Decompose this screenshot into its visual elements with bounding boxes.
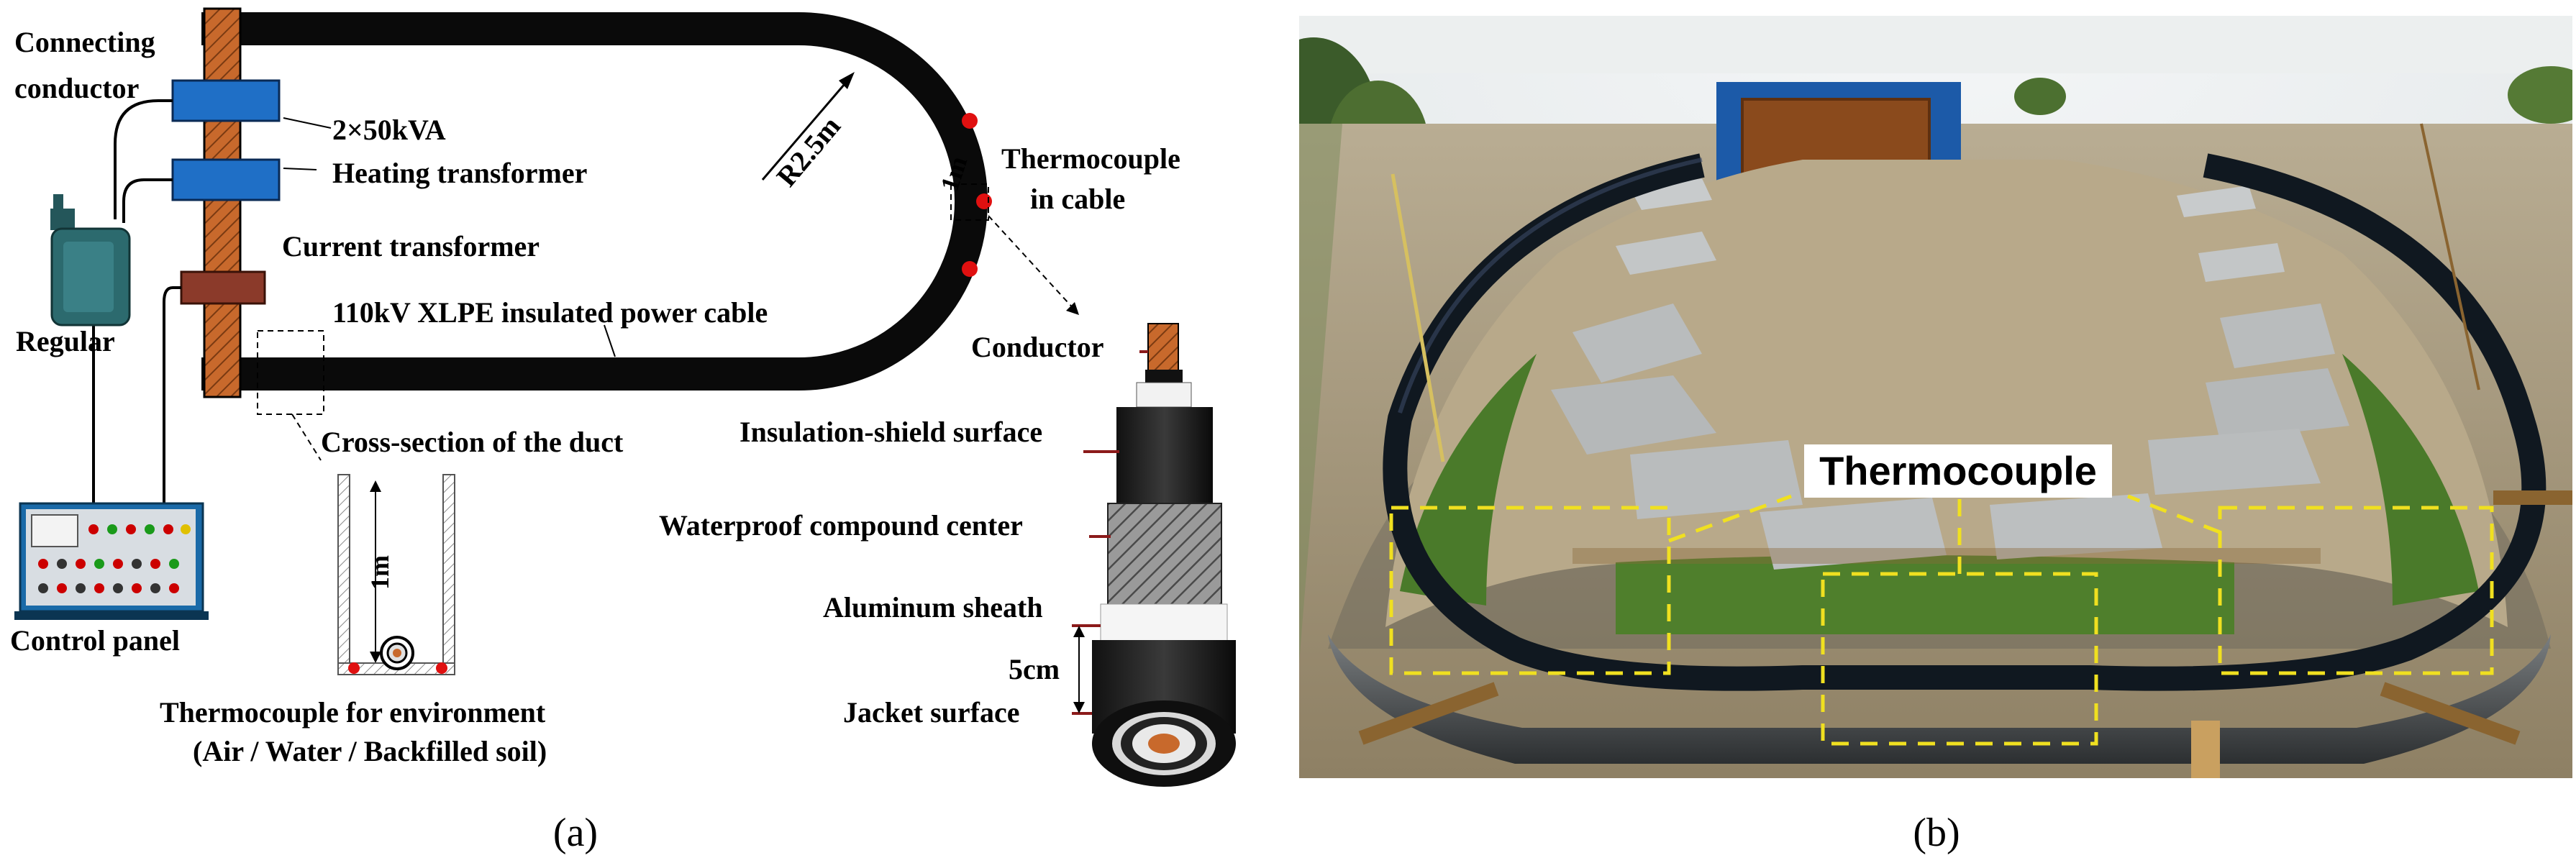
thermocouple-label: Thermocouple	[1819, 448, 2097, 493]
label-radius: R2.5m	[770, 110, 847, 193]
u-shaped-cable	[201, 12, 988, 391]
label-connecting-conductor-1: Connecting	[14, 26, 155, 58]
thermocouple-callout: Thermocouple	[1804, 444, 2112, 498]
heating-transformer-1	[171, 79, 281, 122]
label-heating-transformer: Heating transformer	[332, 157, 587, 189]
connecting-conductor-bar	[203, 7, 242, 398]
current-transformer	[180, 270, 266, 305]
label-thermocouple-cable-2: in cable	[1030, 183, 1125, 215]
label-thermocouple-cable-1: Thermocouple	[1001, 142, 1180, 175]
thermocouple-dot	[962, 261, 978, 277]
label-arrow	[283, 168, 317, 170]
highlight-box-left	[1389, 506, 1671, 675]
label-jacket: Jacket surface	[843, 696, 1019, 729]
label-conductor: Conductor	[971, 331, 1103, 363]
regulator	[50, 194, 131, 327]
leader-arrow-head	[1066, 302, 1079, 315]
label-control-panel: Control panel	[10, 624, 180, 657]
label-env-thermocouple-2: (Air / Water / Backfilled soil)	[193, 735, 547, 767]
label-waterproof: Waterproof compound center	[659, 509, 1023, 542]
leader-line	[291, 414, 322, 461]
label-transformer-rating: 2×50kVA	[332, 114, 446, 146]
label-env-thermocouple-1: Thermocouple for environment	[160, 696, 546, 729]
duct-detail-box	[257, 330, 324, 415]
leader-line	[988, 215, 1076, 311]
label-arrow	[283, 117, 332, 129]
control-panel	[14, 502, 209, 620]
label-regular: Regular	[16, 325, 115, 357]
highlight-box-right	[2218, 506, 2494, 675]
thermocouple-highlights	[1389, 494, 2494, 746]
thermocouple-dot	[962, 113, 978, 129]
label-connecting-conductor-2: conductor	[14, 72, 139, 104]
label-current-transformer: Current transformer	[282, 230, 540, 262]
caption-b: (b)	[1913, 811, 1960, 855]
duct-cross-section	[337, 474, 455, 675]
thermocouple-dot	[348, 662, 360, 674]
cable-structure	[1072, 323, 1236, 787]
panel-a: Connecting conductor 2×50kVA Heating tra…	[10, 7, 1236, 855]
label-arrow	[604, 324, 616, 357]
radius-arrow-head	[839, 72, 855, 89]
wire	[163, 286, 181, 503]
caption-a: (a)	[553, 811, 598, 855]
highlight-box-center	[1821, 572, 2098, 746]
label-duct-cross-section: Cross-section of the duct	[321, 426, 624, 458]
panel-b: Thermocouple (b)	[1299, 16, 2572, 855]
test-site-photo	[1299, 16, 2572, 778]
cable-detail-box	[950, 183, 989, 221]
label-duct-depth: 1m	[365, 555, 394, 590]
thermocouple-dot	[976, 193, 992, 209]
label-aluminum: Aluminum sheath	[823, 591, 1043, 624]
label-spacing: 5cm	[1009, 653, 1060, 685]
radius-arrow	[761, 78, 850, 181]
label-insulation-shield: Insulation-shield surface	[739, 416, 1042, 448]
wire	[114, 99, 173, 219]
thermocouple-dot	[436, 662, 447, 674]
label-cable-name: 110kV XLPE insulated power cable	[332, 296, 768, 329]
wire	[122, 178, 173, 223]
heating-transformer-2	[171, 158, 281, 201]
